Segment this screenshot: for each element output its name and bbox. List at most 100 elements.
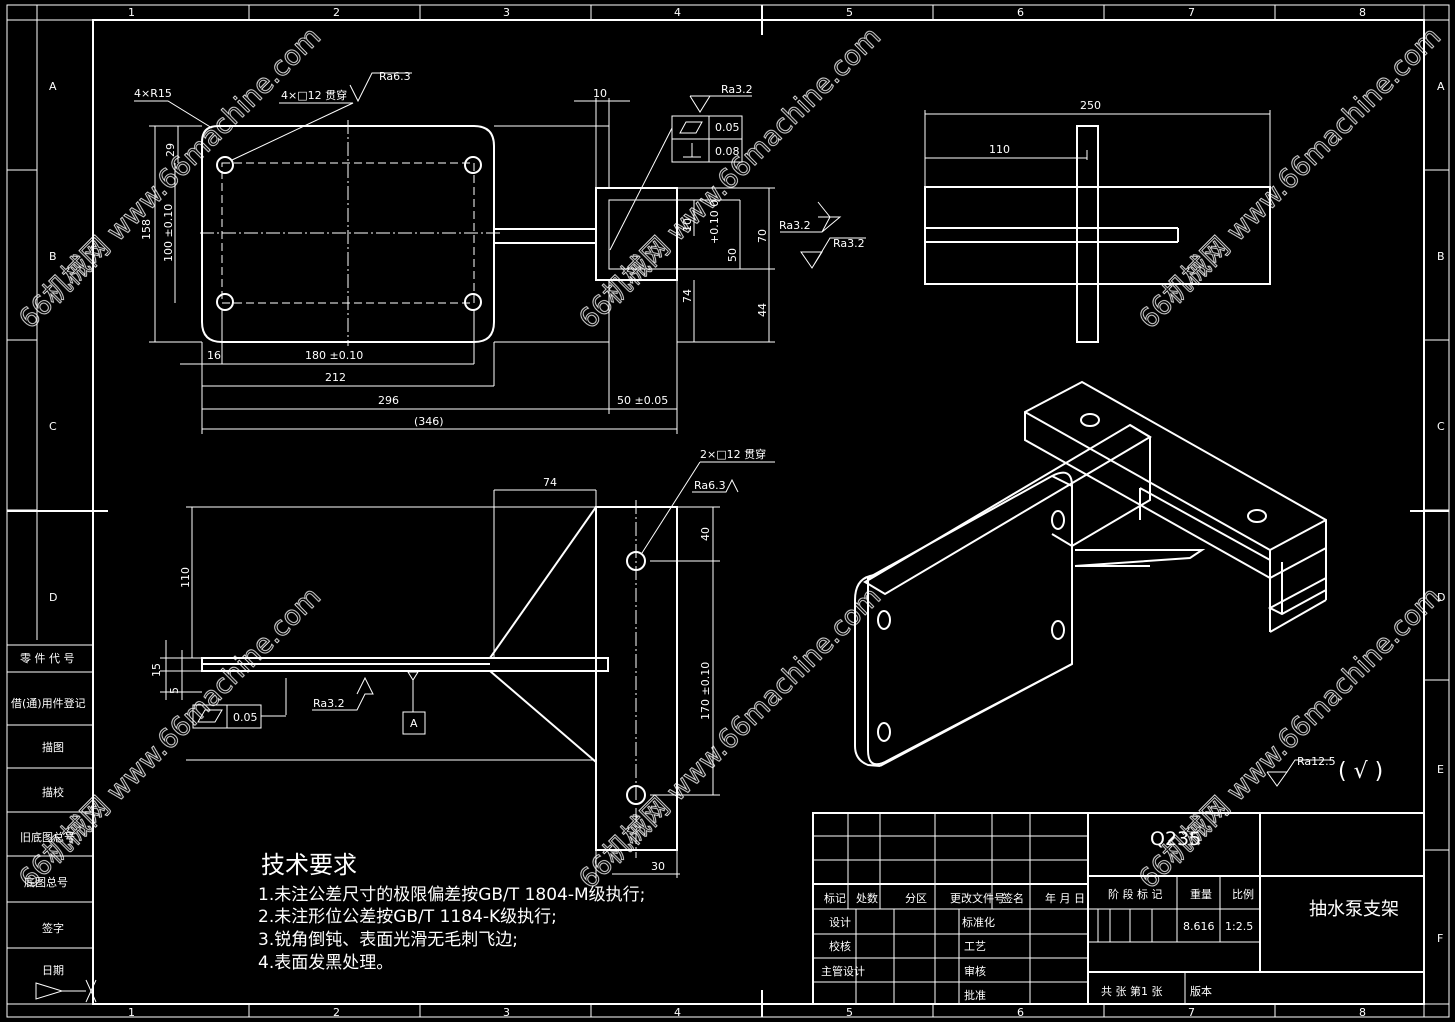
dim-158: 158 xyxy=(140,219,153,240)
col-number: 7 xyxy=(1188,6,1195,19)
col-number: 4 xyxy=(674,6,681,19)
dim-50: 50 ±0.05 xyxy=(617,394,668,407)
watermark: 66机械网 www.66machine.com xyxy=(573,21,887,335)
left-panel-label: 旧底图总号 xyxy=(20,830,75,844)
dim-346: (346) xyxy=(414,415,444,428)
weight-value: 8.616 xyxy=(1183,920,1215,933)
dim-10b: 10 xyxy=(681,218,694,232)
col-number: 8 xyxy=(1359,1006,1366,1019)
left-panel-label: 日期 xyxy=(42,964,64,977)
dim-74: 74 xyxy=(681,289,694,303)
datum-letter: A xyxy=(410,717,418,730)
row-letter: D xyxy=(1437,591,1445,604)
tech-req-title: 技术要求 xyxy=(261,851,357,879)
left-panel-label: 底图总号 xyxy=(24,875,68,889)
role2-label: 批准 xyxy=(964,988,986,1002)
tech-req-item: 2.未注形位公差按GB/T 1184-K级执行; xyxy=(258,907,557,927)
col-number: 1 xyxy=(128,1006,135,1019)
top-view: 4×R15 4×□12 贯穿 Ra6.3 158 100 ±0.10 29 16… xyxy=(134,70,678,434)
watermark: 66机械网 www.66machine.com xyxy=(573,581,887,895)
iso-view xyxy=(854,380,1327,767)
header-cell: 标记 xyxy=(824,891,846,905)
role-label: 设计 xyxy=(829,916,851,929)
flatness-icon xyxy=(679,121,703,134)
role-label: 校核 xyxy=(829,939,851,953)
version-label: 版本 xyxy=(1190,984,1212,998)
dim-296: 296 xyxy=(378,394,399,407)
datum-icon xyxy=(407,671,419,712)
roughness-label-bottom: Ra3.2 xyxy=(313,697,345,710)
col-number: 2 xyxy=(333,6,340,19)
col-number: 3 xyxy=(503,6,510,19)
dim-30: 30 xyxy=(651,860,665,873)
col-number: 1 xyxy=(128,6,135,19)
dim-250: 250 xyxy=(1080,99,1101,112)
header-cell: 分区 xyxy=(905,892,927,905)
watermark: 66机械网 www.66machine.com xyxy=(13,21,327,335)
row-letter: C xyxy=(1437,420,1445,433)
sheet-info: 共 张 第1 张 xyxy=(1101,984,1163,998)
stage-label: 阶 段 标 记 xyxy=(1108,887,1163,901)
col-number: 5 xyxy=(846,1006,853,1019)
col-number: 6 xyxy=(1017,1006,1024,1019)
col-number: 3 xyxy=(503,1006,510,1019)
dim-29: 29 xyxy=(164,143,177,157)
dim-70: 70 xyxy=(756,229,769,243)
tech-req-item: 1.未注公差尺寸的极限偏差按GB/T 1804-M级执行; xyxy=(258,885,645,905)
header-cell: 年 月 日 xyxy=(1045,891,1085,905)
tech-req-item: 3.锐角倒钝、表面光滑无毛刺飞边; xyxy=(258,930,518,950)
perpendicularity-icon xyxy=(683,143,701,158)
scale-value: 1:2.5 xyxy=(1225,920,1253,933)
roughness-other-label: Ra12.5 xyxy=(1297,755,1336,768)
header-cell: 更改文件号 xyxy=(950,891,1005,905)
border-row-letters: A B C D A B C D E F xyxy=(49,80,1445,945)
scale-label: 比例 xyxy=(1232,887,1254,901)
roughness-label: Ra3.2 xyxy=(721,83,753,96)
dim-212: 212 xyxy=(325,371,346,384)
tol-flat: 0.05 xyxy=(715,121,740,134)
dim-15: 15 xyxy=(150,663,163,677)
left-panel-label: 描图 xyxy=(42,740,64,754)
title-block: Q235 抽水泵支架 标记 处数 分区 更改文件号 签名 年 月 日 阶 段 标… xyxy=(812,812,1425,1005)
row-letter: A xyxy=(49,80,57,93)
right-view: 250 110 xyxy=(924,99,1271,343)
role2-label: 审核 xyxy=(964,964,986,978)
row-letter: D xyxy=(49,591,57,604)
arrow-icon xyxy=(35,982,86,1000)
holes-note: 4×R15 xyxy=(134,87,172,100)
roughness-other-symbol: ( √ ) xyxy=(1338,759,1383,784)
section-view-annotations: 0.05 0.08 Ra3.2 50 +0.10 0 70 44 74 10 R… xyxy=(609,83,866,343)
role2-label: 工艺 xyxy=(964,940,986,953)
dim-44: 44 xyxy=(756,303,769,317)
tol-perp: 0.08 xyxy=(715,145,740,158)
role2-label: 标准化 xyxy=(962,915,995,929)
row-letter: B xyxy=(49,250,57,263)
dim-180: 180 ±0.10 xyxy=(305,349,363,362)
front-view: 74 110 15 5 40 170 ±0.10 30 2×□12 贯穿 Ra6… xyxy=(150,447,775,878)
row-letter: E xyxy=(1437,763,1444,776)
col-number: 7 xyxy=(1188,1006,1195,1019)
dim-16: 16 xyxy=(207,349,221,362)
roughness-label-2: Ra3.2 xyxy=(779,219,811,232)
flatness-icon xyxy=(197,709,223,723)
holes-note-2: 4×□12 贯穿 xyxy=(281,88,347,102)
row-letter: A xyxy=(1437,80,1445,93)
left-panel-label: 零 件 代 号 xyxy=(20,652,75,665)
row-letter: B xyxy=(1437,250,1445,263)
dim-170: 170 ±0.10 xyxy=(699,662,712,720)
dim-100: 100 ±0.10 xyxy=(162,204,175,262)
watermark: 66机械网 www.66machine.com xyxy=(13,581,327,895)
part-name: 抽水泵支架 xyxy=(1309,899,1399,920)
col-number: 5 xyxy=(846,6,853,19)
row-letter: C xyxy=(49,420,57,433)
col-number: 2 xyxy=(333,1006,340,1019)
holes-note-front: 2×□12 贯穿 xyxy=(700,447,766,461)
col-number: 8 xyxy=(1359,6,1366,19)
left-panel-label: 借(通)用件登记 xyxy=(11,696,86,710)
watermark: 66机械网 www.66machine.com xyxy=(1133,21,1447,335)
dim-5: 5 xyxy=(168,687,181,694)
tech-req-item: 4.表面发黑处理。 xyxy=(258,953,393,973)
dim-110: 110 xyxy=(989,143,1010,156)
tol-flat-front: 0.05 xyxy=(233,711,258,724)
